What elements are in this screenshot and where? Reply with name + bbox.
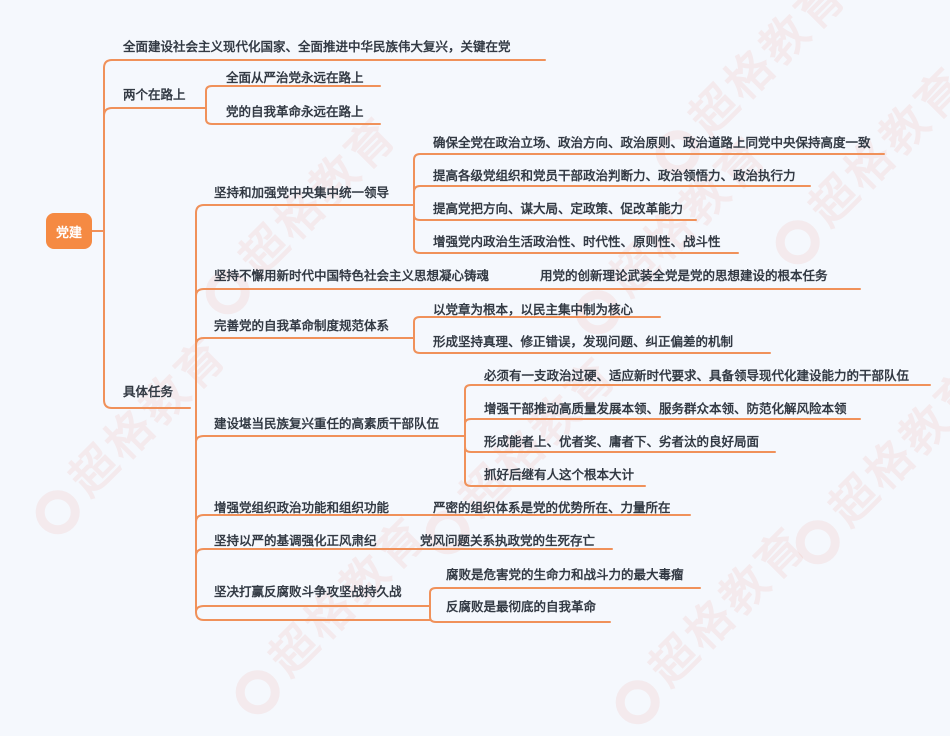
connector-lines (91, 59, 931, 623)
leaf-node[interactable]: 确保全党在政治立场、政治方向、政治原则、政治道路上同党中央保持高度一致 (433, 135, 871, 150)
leaf-node[interactable]: 形成坚持真理、修正错误，发现问题、纠正偏差的机制 (433, 334, 734, 349)
branch-two-on-road[interactable]: 两个在路上 (123, 87, 186, 102)
leaf-node[interactable]: 增强党内政治生活政治性、时代性、原则性、战斗性 (433, 234, 721, 249)
leaf-node[interactable]: 增强干部推动高质量发展本领、服务群众本领、防范化解风险本领 (484, 401, 847, 416)
leaf-node[interactable]: 全面从严治党永远在路上 (226, 70, 364, 85)
task-cadre-team[interactable]: 建设堪当民族复兴重任的高素质干部队伍 (214, 416, 440, 431)
leaf-node[interactable]: 必须有一支政治过硬、适应新时代要求、具备领导现代化建设能力的干部队伍 (484, 368, 910, 383)
task-org-function[interactable]: 增强党组织政治功能和组织功能 (214, 500, 390, 515)
task-central-leadership[interactable]: 坚持和加强党中央集中统一领导 (214, 185, 390, 200)
branch-specific-tasks[interactable]: 具体任务 (123, 384, 174, 399)
leaf-node[interactable]: 形成能者上、优者奖、庸者下、劣者汰的良好局面 (484, 434, 760, 449)
root-node[interactable]: 党建 (46, 213, 92, 249)
task-anti-corruption[interactable]: 坚决打赢反腐败斗争攻坚战持久战 (214, 584, 402, 599)
leaf-node[interactable]: 腐败是危害党的生命力和战斗力的最大毒瘤 (446, 567, 684, 582)
task-discipline[interactable]: 坚持以严的基调强化正风肃纪 (214, 533, 377, 548)
root-label: 党建 (55, 225, 82, 241)
leaf-node[interactable]: 提高党把方向、谋大局、定政策、促改革能力 (433, 201, 684, 216)
branch-key-in-party[interactable]: 全面建设社会主义现代化国家、全面推进中华民族伟大复兴，关键在党 (123, 39, 511, 54)
leaf-node[interactable]: 提高各级党组织和党员干部政治判断力、政治领悟力、政治执行力 (433, 168, 796, 183)
leaf-node[interactable]: 以党章为根本，以民主集中制为核心 (433, 302, 634, 317)
leaf-node[interactable]: 党风问题关系执政党的生死存亡 (420, 533, 596, 548)
leaf-node[interactable]: 反腐败是最彻底的自我革命 (446, 599, 597, 614)
leaf-node[interactable]: 抓好后继有人这个根本大计 (484, 467, 635, 482)
leaf-node[interactable]: 用党的创新理论武装全党是党的思想建设的根本任务 (540, 268, 828, 283)
leaf-node[interactable]: 严密的组织体系是党的优势所在、力量所在 (433, 500, 671, 515)
task-ideology[interactable]: 坚持不懈用新时代中国特色社会主义思想凝心铸魂 (214, 268, 490, 283)
task-self-revolution-system[interactable]: 完善党的自我革命制度规范体系 (214, 318, 390, 333)
leaf-node[interactable]: 党的自我革命永远在路上 (226, 104, 364, 119)
